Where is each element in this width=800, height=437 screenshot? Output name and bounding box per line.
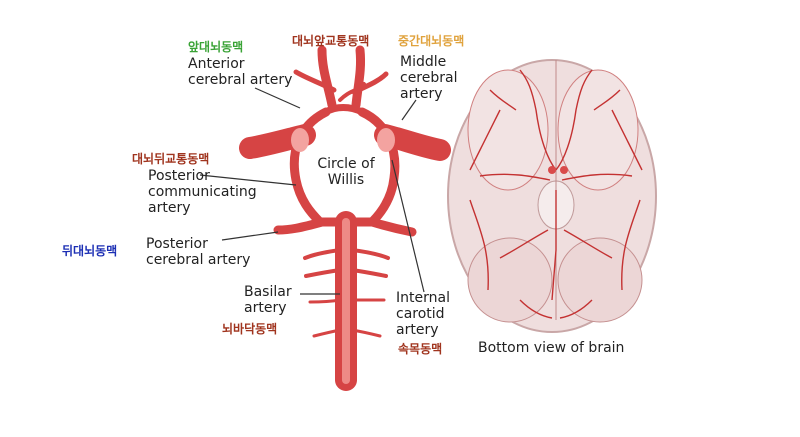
middle-cerebral-artery-ko-label: 중간대뇌동맥 xyxy=(398,34,465,48)
anterior-cerebral-artery-ko-label: 앞대뇌동맥 xyxy=(188,40,244,54)
posterior-communicating-artery-ko-label: 대뇌뒤교통동맥 xyxy=(132,152,210,166)
bottom-view-caption: Bottom view of brain xyxy=(478,340,625,356)
anterior-cerebral-artery-label: Anterior cerebral artery xyxy=(188,56,293,88)
posterior-communicating-artery-label: Posterior communicating artery xyxy=(148,168,257,216)
middle-cerebral-artery-label: Middle cerebral artery xyxy=(400,54,458,102)
internal-carotid-artery-label: Internal carotid artery xyxy=(396,290,450,338)
leader-lines xyxy=(199,87,425,295)
anterior-cerebral-artery-left xyxy=(317,45,337,110)
anterior-communicating-artery-ko-label: 대뇌앞교통동맥 xyxy=(292,34,370,48)
posterior-cerebral-artery-left xyxy=(273,217,327,235)
anterior-communicating-artery xyxy=(322,104,366,116)
basilar-artery-label: Basilar artery xyxy=(244,284,292,316)
posterior-cerebral-artery-label: Posterior cerebral artery xyxy=(146,236,251,268)
anterior-cerebral-artery-right xyxy=(351,45,365,110)
basilar-artery-ko-label: 뇌바닥동맥 xyxy=(222,322,278,336)
brain-bottom-view xyxy=(447,59,657,333)
circle-of-willis-diagram xyxy=(239,45,451,391)
posterior-cerebral-artery-right xyxy=(367,217,417,237)
circle-of-willis-label: Circle of Willis xyxy=(317,156,375,188)
internal-carotid-artery-ko-label: 속목동맥 xyxy=(398,342,443,356)
posterior-cerebral-artery-ko-label: 뒤대뇌동맥 xyxy=(62,244,118,258)
